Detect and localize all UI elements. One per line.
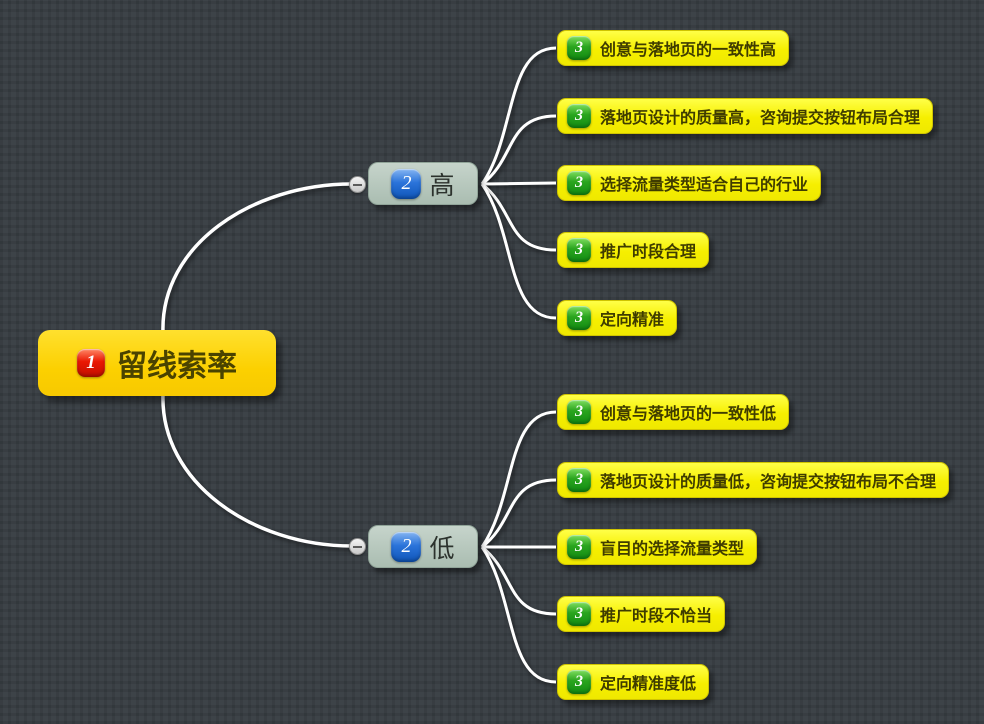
root-topic-label: 留线索率 bbox=[117, 350, 237, 383]
leaf-node[interactable]: 3 推广时段不恰当 bbox=[557, 596, 726, 632]
leaf-node[interactable]: 3 选择流量类型适合自己的行业 bbox=[557, 165, 822, 201]
branch-label: 高 bbox=[429, 171, 455, 200]
priority-3-badge: 3 bbox=[567, 670, 591, 694]
priority-3-badge: 3 bbox=[567, 400, 591, 424]
leaf-label: 推广时段不恰当 bbox=[600, 608, 713, 625]
priority-3-badge: 3 bbox=[567, 535, 591, 559]
priority-3-badge: 3 bbox=[567, 238, 591, 262]
branch-node-low[interactable]: 2 低 bbox=[368, 525, 478, 568]
priority-3-badge: 3 bbox=[567, 468, 591, 492]
leaf-node[interactable]: 3 盲目的选择流量类型 bbox=[557, 529, 758, 565]
leaf-label: 推广时段合理 bbox=[600, 244, 697, 261]
leaf-node[interactable]: 3 定向精准度低 bbox=[557, 664, 710, 700]
leaf-label: 落地页设计的质量低，咨询提交按钮布局不合理 bbox=[600, 474, 937, 491]
priority-3-badge: 3 bbox=[567, 104, 591, 128]
branch-node-high[interactable]: 2 高 bbox=[368, 162, 478, 205]
leaf-node[interactable]: 3 创意与落地页的一致性低 bbox=[557, 394, 790, 430]
priority-2-badge: 2 bbox=[391, 531, 422, 562]
leaf-label: 创意与落地页的一致性低 bbox=[600, 406, 777, 423]
leaf-label: 创意与落地页的一致性高 bbox=[600, 42, 777, 59]
leaf-node[interactable]: 3 落地页设计的质量高，咨询提交按钮布局合理 bbox=[557, 98, 934, 134]
leaf-node[interactable]: 3 推广时段合理 bbox=[557, 232, 710, 268]
priority-3-badge: 3 bbox=[567, 171, 591, 195]
leaf-label: 定向精准度低 bbox=[600, 676, 697, 693]
collapse-button-low[interactable] bbox=[349, 538, 366, 555]
leaf-node[interactable]: 3 落地页设计的质量低，咨询提交按钮布局不合理 bbox=[557, 462, 950, 498]
branch-label: 低 bbox=[429, 534, 455, 563]
priority-2-badge: 2 bbox=[391, 168, 422, 199]
leaf-node[interactable]: 3 定向精准 bbox=[557, 300, 678, 336]
collapse-button-high[interactable] bbox=[349, 176, 366, 193]
root-topic-node[interactable]: 1 留线索率 bbox=[38, 330, 276, 396]
leaf-label: 定向精准 bbox=[600, 312, 665, 329]
leaf-label: 落地页设计的质量高，咨询提交按钮布局合理 bbox=[600, 110, 921, 127]
priority-3-badge: 3 bbox=[567, 306, 591, 330]
leaf-label: 选择流量类型适合自己的行业 bbox=[600, 177, 809, 194]
priority-1-badge: 1 bbox=[77, 349, 105, 377]
priority-3-badge: 3 bbox=[567, 36, 591, 60]
priority-3-badge: 3 bbox=[567, 602, 591, 626]
leaf-label: 盲目的选择流量类型 bbox=[600, 541, 745, 558]
leaf-node[interactable]: 3 创意与落地页的一致性高 bbox=[557, 30, 790, 66]
